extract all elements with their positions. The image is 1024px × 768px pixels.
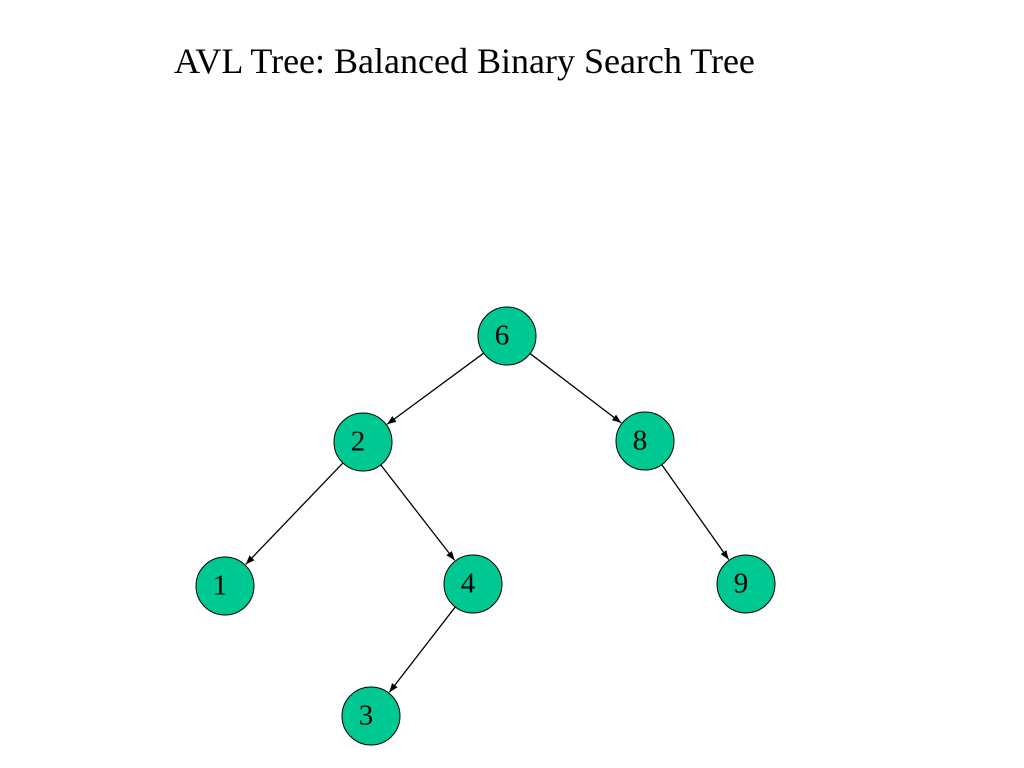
edge-n4-n3 [388, 606, 456, 693]
node-circle [333, 412, 393, 472]
edges-layer [245, 352, 730, 693]
node-label: 6 [495, 320, 510, 352]
node-circle [195, 556, 255, 616]
node-label: 9 [734, 568, 749, 600]
node-label: 1 [213, 570, 228, 602]
node-label: 8 [633, 425, 648, 457]
edge-n8-n9 [661, 464, 730, 560]
edge-n2-n1 [245, 462, 344, 565]
node-circle [477, 306, 537, 366]
tree-node-3: 3 [341, 686, 401, 746]
node-label: 3 [359, 700, 374, 732]
tree-node-9: 9 [716, 554, 776, 614]
node-circle [615, 411, 675, 471]
node-circle [341, 686, 401, 746]
tree-node-1: 1 [195, 556, 255, 616]
node-circle [443, 554, 503, 614]
edge-n6-n8 [529, 353, 622, 424]
tree-node-6: 6 [477, 306, 537, 366]
edge-n2-n4 [380, 464, 456, 561]
tree-node-2: 2 [333, 412, 393, 472]
slide-title: AVL Tree: Balanced Binary Search Tree [174, 41, 755, 81]
node-label: 2 [351, 426, 366, 458]
edge-n6-n2 [386, 352, 485, 425]
node-label: 4 [461, 568, 476, 600]
tree-node-4: 4 [443, 554, 503, 614]
tree-node-8: 8 [615, 411, 675, 471]
node-circle [716, 554, 776, 614]
